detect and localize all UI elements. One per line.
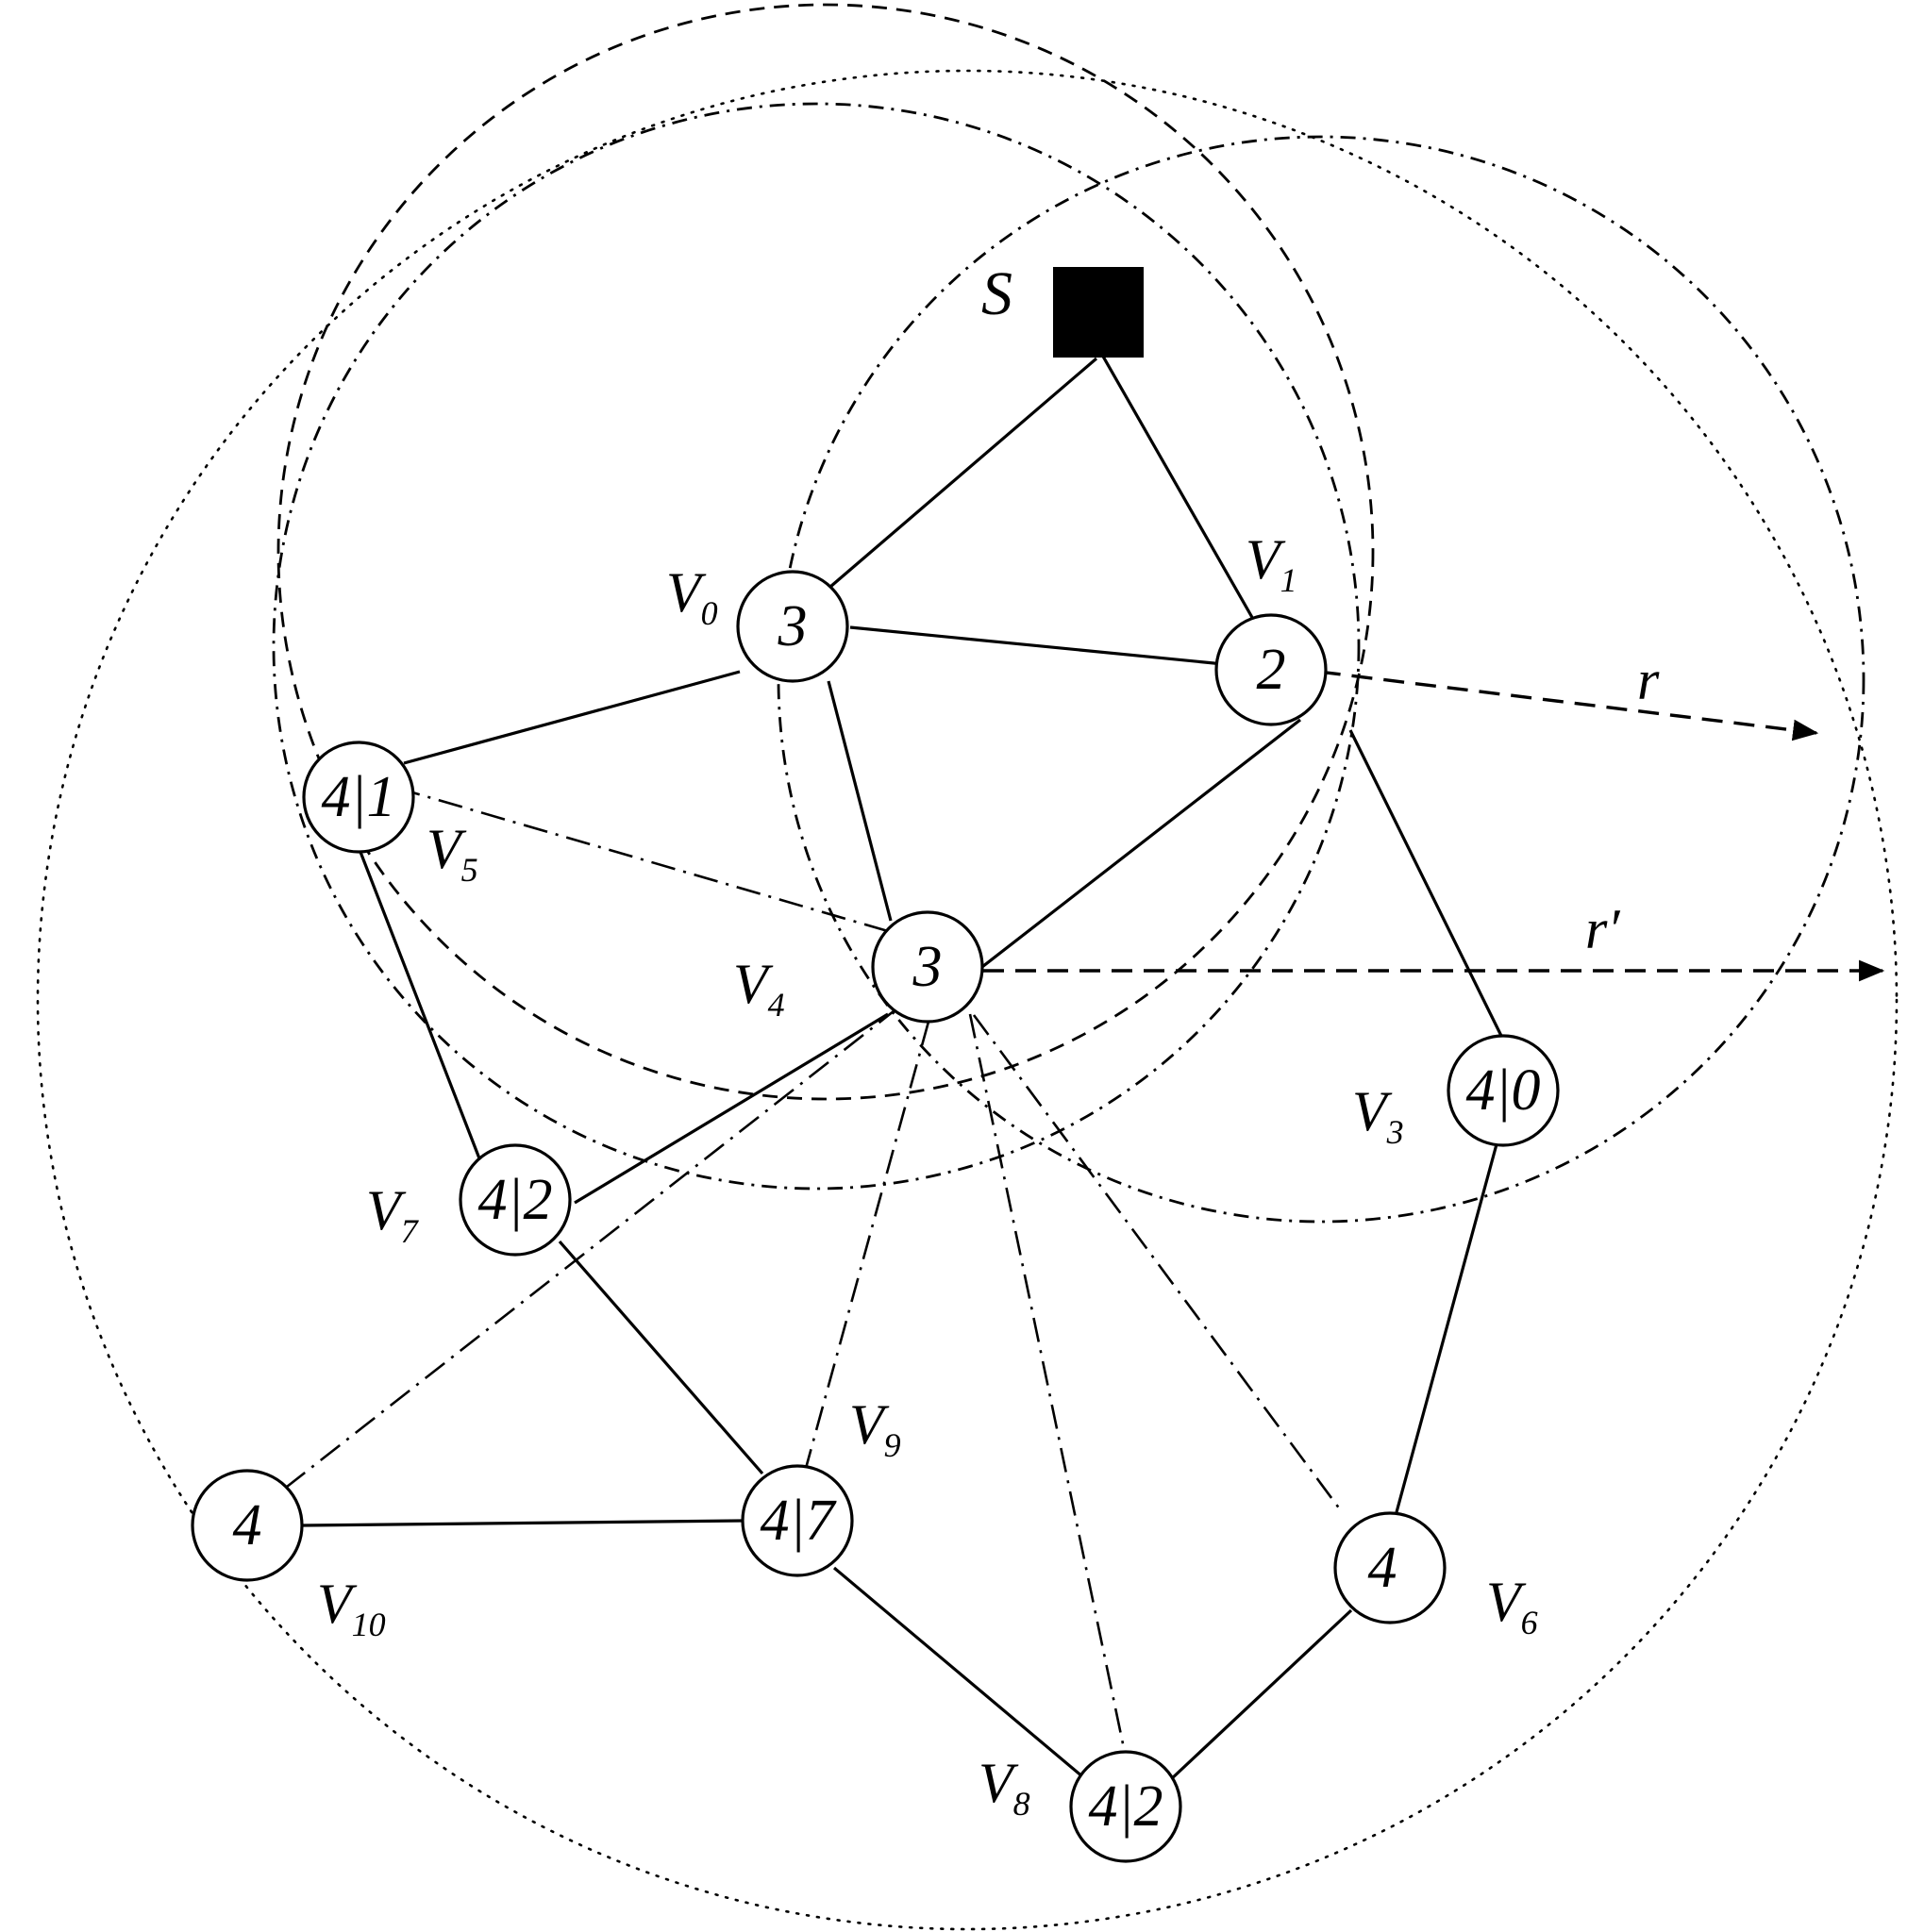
- edge-v1-v4: [969, 718, 1301, 978]
- edge-v8-v6: [1168, 1608, 1353, 1782]
- edge-s-v1: [1100, 354, 1260, 628]
- node-v5: 4|1: [302, 741, 415, 854]
- label-v4: V4: [733, 953, 785, 1024]
- label-v3: V3: [1352, 1080, 1404, 1151]
- radius-label-r: r: [1637, 649, 1660, 711]
- range-circle-s: [276, 3, 1375, 1101]
- edge-v0-v5: [403, 670, 741, 765]
- range-circle-v4: [272, 102, 1361, 1191]
- node-value: 3: [778, 594, 808, 658]
- source-label: S: [981, 259, 1012, 328]
- edge-v4-v10: [273, 1006, 899, 1499]
- source-node: S: [981, 259, 1144, 358]
- node-v1: 2: [1214, 613, 1328, 726]
- node-value: 2: [1257, 638, 1286, 702]
- range-circle-r-prime: [36, 69, 1899, 1931]
- edge-v5-v7: [357, 846, 481, 1159]
- edge-v4-v8: [968, 1013, 1127, 1754]
- label-v7: V7: [366, 1179, 420, 1250]
- edge-v0-v4: [827, 680, 893, 922]
- solid-edges: [302, 354, 1503, 1784]
- radius-arrows: r r′: [983, 649, 1885, 982]
- node-v9: 4|7: [741, 1464, 854, 1577]
- label-v6: V6: [1486, 1571, 1538, 1641]
- node-v7: 4|2: [459, 1143, 572, 1257]
- node-value: 4|2: [1088, 1774, 1163, 1839]
- edge-v3-v6: [1395, 1143, 1498, 1513]
- node-v8: 4|2: [1069, 1750, 1182, 1863]
- node-value: 4: [233, 1493, 262, 1557]
- label-v10: V10: [317, 1573, 386, 1643]
- radius-arrow-r: [1287, 666, 1819, 741]
- source-square: [1053, 267, 1144, 358]
- edge-v4-v7: [574, 1012, 889, 1205]
- dashdot-edges: [273, 789, 1345, 1754]
- edge-v9-v10: [302, 1519, 744, 1527]
- edge-v0-v1: [849, 625, 1234, 667]
- edge-v1-v3: [1348, 729, 1503, 1037]
- node-v3: 4|0: [1447, 1034, 1560, 1147]
- node-value: 3: [912, 935, 943, 999]
- label-v1: V1: [1246, 528, 1297, 599]
- radius-label-r-prime: r′: [1585, 898, 1620, 960]
- edge-v4-v6: [972, 1014, 1345, 1514]
- label-v0: V0: [666, 561, 718, 632]
- node-v6: 4: [1333, 1511, 1447, 1624]
- edge-s-v0: [828, 357, 1098, 589]
- node-value: 4|0: [1465, 1058, 1540, 1123]
- range-circle-v1: [777, 135, 1865, 1224]
- label-v5: V5: [427, 818, 478, 889]
- edge-v9-v8: [832, 1566, 1091, 1784]
- node-value: 4|7: [760, 1489, 837, 1553]
- node-value: 4: [1368, 1536, 1397, 1600]
- node-v10: 4: [191, 1469, 304, 1582]
- node-value: 4|1: [321, 765, 395, 829]
- node-value: 4|2: [477, 1168, 552, 1232]
- label-v8: V8: [979, 1752, 1030, 1823]
- edge-v7-v9: [558, 1240, 764, 1475]
- node-v4: 3: [871, 910, 984, 1024]
- edge-v4-v5: [405, 789, 889, 933]
- edge-v4-v9: [803, 1021, 930, 1473]
- node-v0: 3: [736, 570, 849, 683]
- label-v9: V9: [849, 1393, 901, 1464]
- node-labels: V0 V1 V3 V4 V5 V6 V7 V8 V9 V10: [317, 528, 1538, 1823]
